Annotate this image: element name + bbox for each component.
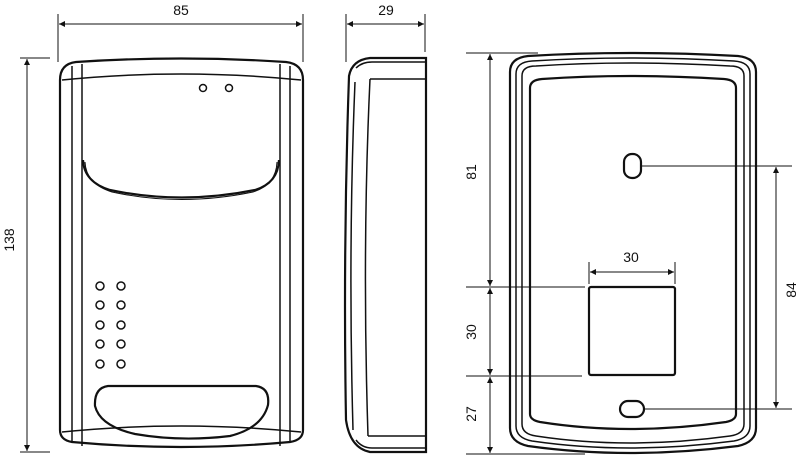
back-dim-30-height: 30 [463, 270, 585, 377]
side-depth-dimension: 29 [345, 2, 426, 62]
side-body-outline [343, 56, 428, 454]
front-view: 85 138 [1, 2, 305, 453]
back-outer-outline [508, 51, 758, 455]
back-dim-84-label: 84 [783, 282, 799, 298]
keypad-holes [95, 281, 126, 369]
side-view: 29 [343, 2, 428, 454]
front-body-outline [58, 57, 305, 449]
back-dim-27: 27 [463, 377, 585, 455]
back-dim-30-height-label: 30 [463, 324, 479, 340]
front-width-label: 85 [173, 2, 189, 18]
indicator-hole [198, 83, 208, 93]
back-view: 81 30 27 30 84 [463, 51, 799, 455]
front-height-label: 138 [1, 228, 17, 252]
back-dim-27-label: 27 [463, 406, 479, 422]
grip-recess [93, 384, 270, 440]
front-width-dimension: 85 [57, 2, 304, 62]
back-dim-81-label: 81 [463, 164, 479, 180]
lower-mount-hole [618, 399, 646, 419]
indicator-hole [224, 83, 234, 93]
back-dim-30-width-label: 30 [623, 249, 639, 265]
back-dim-84: 84 [641, 165, 799, 410]
front-height-dimension: 138 [1, 57, 50, 453]
back-inner-outline [528, 74, 738, 431]
back-dim-81: 81 [463, 52, 538, 285]
upper-mount-hole [622, 152, 643, 180]
side-depth-label: 29 [378, 2, 394, 18]
cable-cutout [587, 285, 677, 377]
back-dim-30-width: 30 [588, 249, 676, 284]
